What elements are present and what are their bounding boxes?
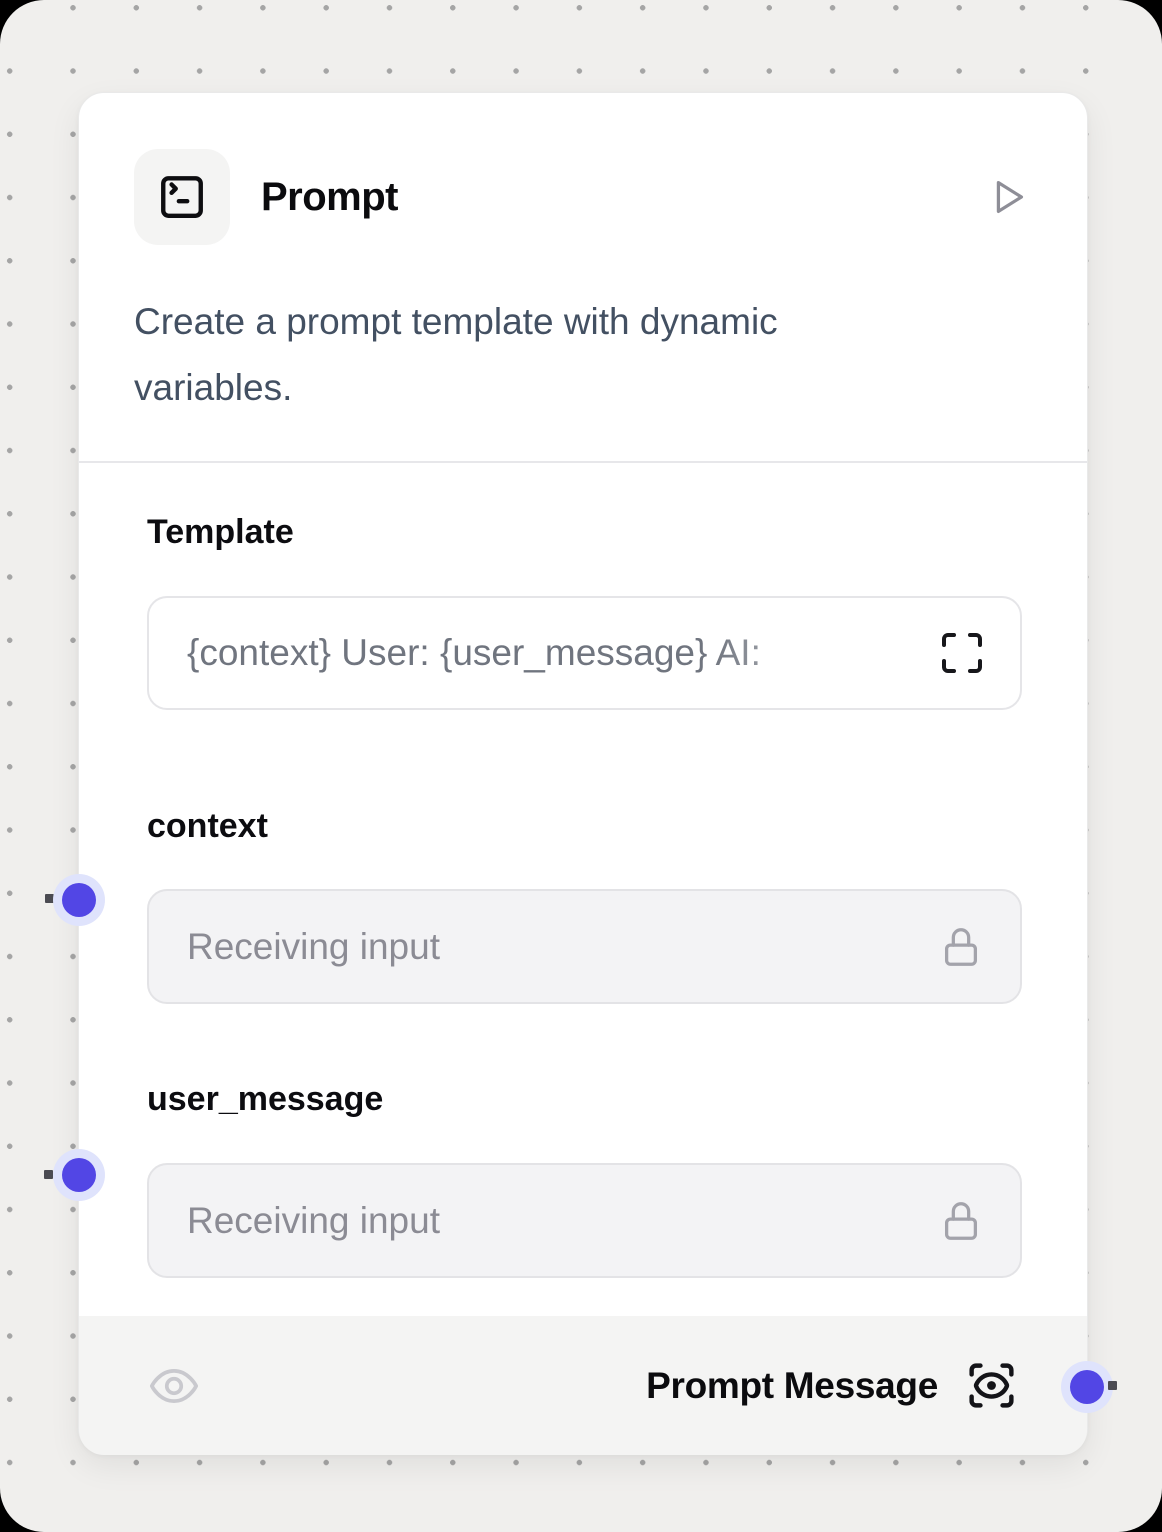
user-message-input[interactable]: Receiving input [147,1163,1022,1278]
node-footer: Prompt Message [79,1316,1087,1455]
node-icon-chip [134,149,230,245]
context-input-handle[interactable] [62,883,96,917]
node-title: Prompt [261,174,399,219]
template-input-value: {context} User: {user_message} AI: [187,632,761,673]
maximize-icon [938,629,986,677]
edge-stub [44,1170,53,1179]
scan-eye-icon [965,1359,1018,1412]
eye-icon [146,1358,202,1414]
inspect-output-button[interactable] [965,1359,1018,1412]
user-message-field-label: user_message [147,1080,384,1118]
play-icon [985,174,1031,220]
run-node-button[interactable] [984,173,1032,221]
toggle-output-visibility-button[interactable] [146,1358,202,1414]
context-field-label: context [147,807,268,845]
template-field-label: Template [147,513,294,551]
prompt-message-output-handle[interactable] [1070,1370,1104,1404]
prompt-node[interactable]: Prompt Create a prompt template with dyn… [78,92,1088,1455]
node-description: Create a prompt template with dynamic va… [134,301,778,408]
expand-template-button[interactable] [938,629,986,677]
edge-stub [1108,1381,1117,1390]
context-input-placeholder: Receiving input [187,925,440,967]
header-divider [79,461,1087,463]
user-message-input-handle[interactable] [62,1158,96,1192]
output-label: Prompt Message [646,1364,938,1406]
lock-icon [938,1198,984,1244]
context-input[interactable]: Receiving input [147,889,1022,1004]
lock-icon [938,924,984,970]
node-header: Prompt [134,149,1032,245]
user-message-input-placeholder: Receiving input [187,1199,440,1241]
edge-stub [45,894,54,903]
terminal-square-icon [157,172,207,222]
template-input[interactable]: {context} User: {user_message} AI: [147,596,1022,710]
